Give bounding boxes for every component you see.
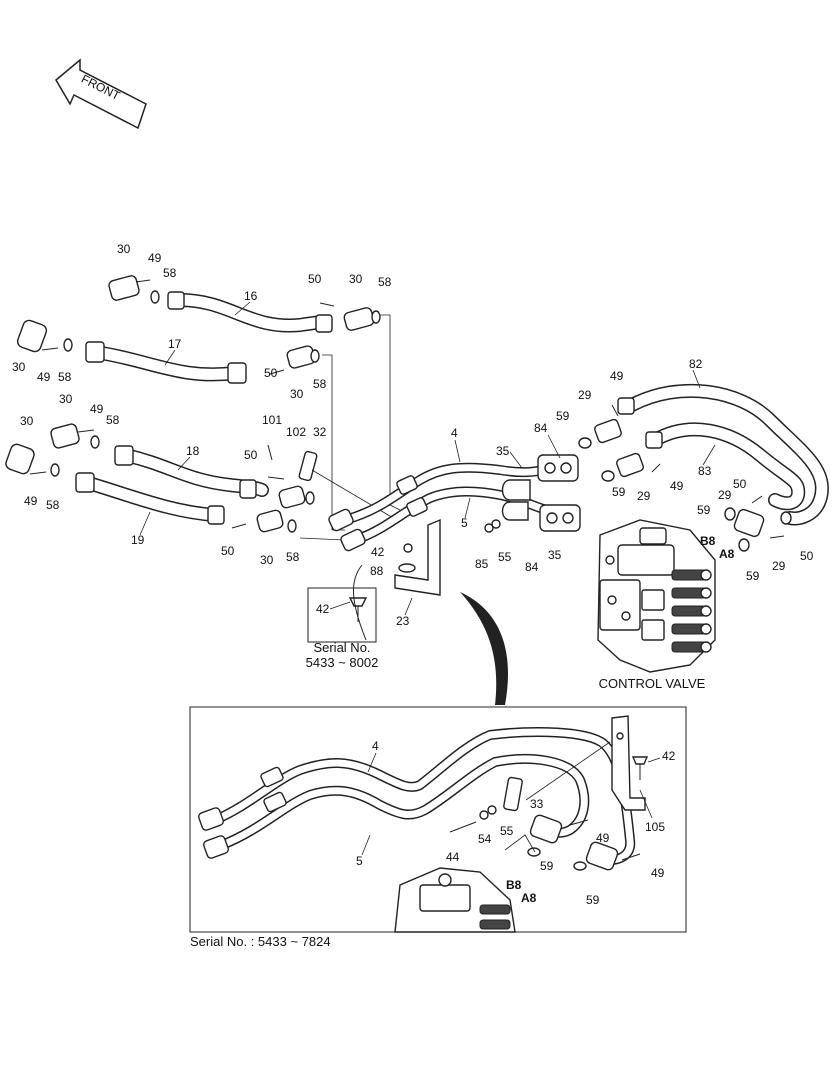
callout-58a: 58 (163, 266, 177, 280)
flange-clamps (5, 275, 381, 533)
bracket-23 (394, 518, 441, 596)
right-flanges (578, 404, 792, 552)
callout-30e: 30 (59, 392, 73, 406)
callout-32: 32 (313, 425, 327, 439)
callout-5: 5 (461, 516, 468, 530)
callout-59c: 59 (697, 503, 711, 517)
callout-82: 82 (689, 357, 703, 371)
pipe-flanges-left (328, 475, 428, 552)
hose-83 (617, 397, 806, 511)
callout-B8: B8 (700, 534, 716, 548)
callout-50g: 50 (244, 448, 258, 462)
callout-30b: 30 (349, 272, 363, 286)
callout-49e: 49 (90, 402, 104, 416)
control-valve (597, 519, 716, 673)
inset-callout-49a: 49 (596, 831, 610, 845)
inset-callout-5: 5 (356, 854, 363, 868)
callout-16: 16 (244, 289, 258, 303)
callout-30c: 30 (12, 360, 26, 374)
callout-49c: 49 (37, 370, 51, 384)
control-valve-label: CONTROL VALVE (599, 676, 706, 691)
hose-18 (114, 445, 269, 499)
callout-leaders-main (139, 301, 716, 616)
callout-58h: 58 (286, 550, 300, 564)
callout-49a: 49 (148, 251, 162, 265)
inset-callout-42: 42 (662, 749, 676, 763)
callout-29a: 29 (578, 388, 592, 402)
callout-50j: 50 (800, 549, 814, 563)
serial-box: 42 (307, 587, 377, 643)
inset-callout-59a: 59 (540, 859, 554, 873)
callout-58b: 58 (378, 275, 392, 289)
front-direction-arrow: FRONT (55, 58, 147, 130)
serial-box-line1: Serial No. (313, 640, 370, 655)
hose-82 (625, 383, 829, 526)
callout-49h: 49 (670, 479, 684, 493)
callout-42: 42 (371, 545, 385, 559)
hose-19 (75, 472, 225, 525)
callout-59b: 59 (612, 485, 626, 499)
callout-59d: 59 (746, 569, 760, 583)
callout-88: 88 (370, 564, 384, 578)
inset-callout-55: 55 (500, 824, 514, 838)
inset-callout-49b: 49 (651, 866, 665, 880)
inset-callout-4: 4 (372, 739, 379, 753)
inset-detail (189, 706, 687, 933)
callout-29c: 29 (718, 488, 732, 502)
inset-callout-33: 33 (530, 797, 544, 811)
hose-17 (85, 341, 247, 384)
callout-29b: 29 (637, 489, 651, 503)
callout-83: 83 (698, 464, 712, 478)
serial-box-line2: 5433 ~ 8002 (306, 655, 379, 670)
callout-30h: 30 (260, 553, 274, 567)
callout-85: 85 (475, 557, 489, 571)
callout-84a: 84 (534, 421, 548, 435)
callout-49g: 49 (610, 369, 624, 383)
inset-control-valve (394, 867, 516, 933)
callouts-main: 30 49 58 16 50 30 58 17 30 49 58 50 30 5… (12, 242, 814, 628)
callout-58e: 58 (106, 413, 120, 427)
callout-23: 23 (396, 614, 410, 628)
callout-35a: 35 (496, 444, 510, 458)
callout-84b: 84 (525, 560, 539, 574)
serial-box-part: 42 (316, 602, 330, 616)
callout-17: 17 (168, 337, 182, 351)
inset-callout-A8: A8 (521, 891, 537, 905)
callout-29d: 29 (772, 559, 786, 573)
pipe-clamps-35-84 (484, 454, 581, 533)
callout-30a: 30 (117, 242, 131, 256)
inset-callout-44: 44 (446, 850, 460, 864)
callout-50d: 50 (264, 366, 278, 380)
callout-58d: 58 (313, 377, 327, 391)
inset-callout-54: 54 (478, 832, 492, 846)
pipe-4 (340, 462, 560, 525)
callout-102: 102 (286, 425, 306, 439)
detail-pointer (460, 592, 508, 705)
inset-callouts: 4 5 42 33 55 54 44 49 49 59 59 105 B8 A8 (356, 739, 676, 907)
callout-50i: 50 (733, 477, 747, 491)
callout-49f: 49 (24, 494, 38, 508)
callout-30d: 30 (290, 387, 304, 401)
callout-101: 101 (262, 413, 282, 427)
inset-serial-caption: Serial No. : 5433 ~ 7824 (190, 934, 331, 949)
callout-30f: 30 (20, 414, 34, 428)
callout-50b: 50 (308, 272, 322, 286)
inset-callout-59b: 59 (586, 893, 600, 907)
callout-35b: 35 (548, 548, 562, 562)
callout-19: 19 (131, 533, 145, 547)
inset-callout-105: 105 (645, 820, 665, 834)
hose-16 (167, 291, 333, 333)
callout-59a: 59 (556, 409, 570, 423)
callout-4: 4 (451, 426, 458, 440)
callout-58c: 58 (58, 370, 72, 384)
callout-58f: 58 (46, 498, 60, 512)
callout-55: 55 (498, 550, 512, 564)
callout-18: 18 (186, 444, 200, 458)
callout-A8: A8 (719, 547, 735, 561)
inset-callout-B8: B8 (506, 878, 522, 892)
callout-50h: 50 (221, 544, 235, 558)
valve-spools (671, 569, 712, 653)
